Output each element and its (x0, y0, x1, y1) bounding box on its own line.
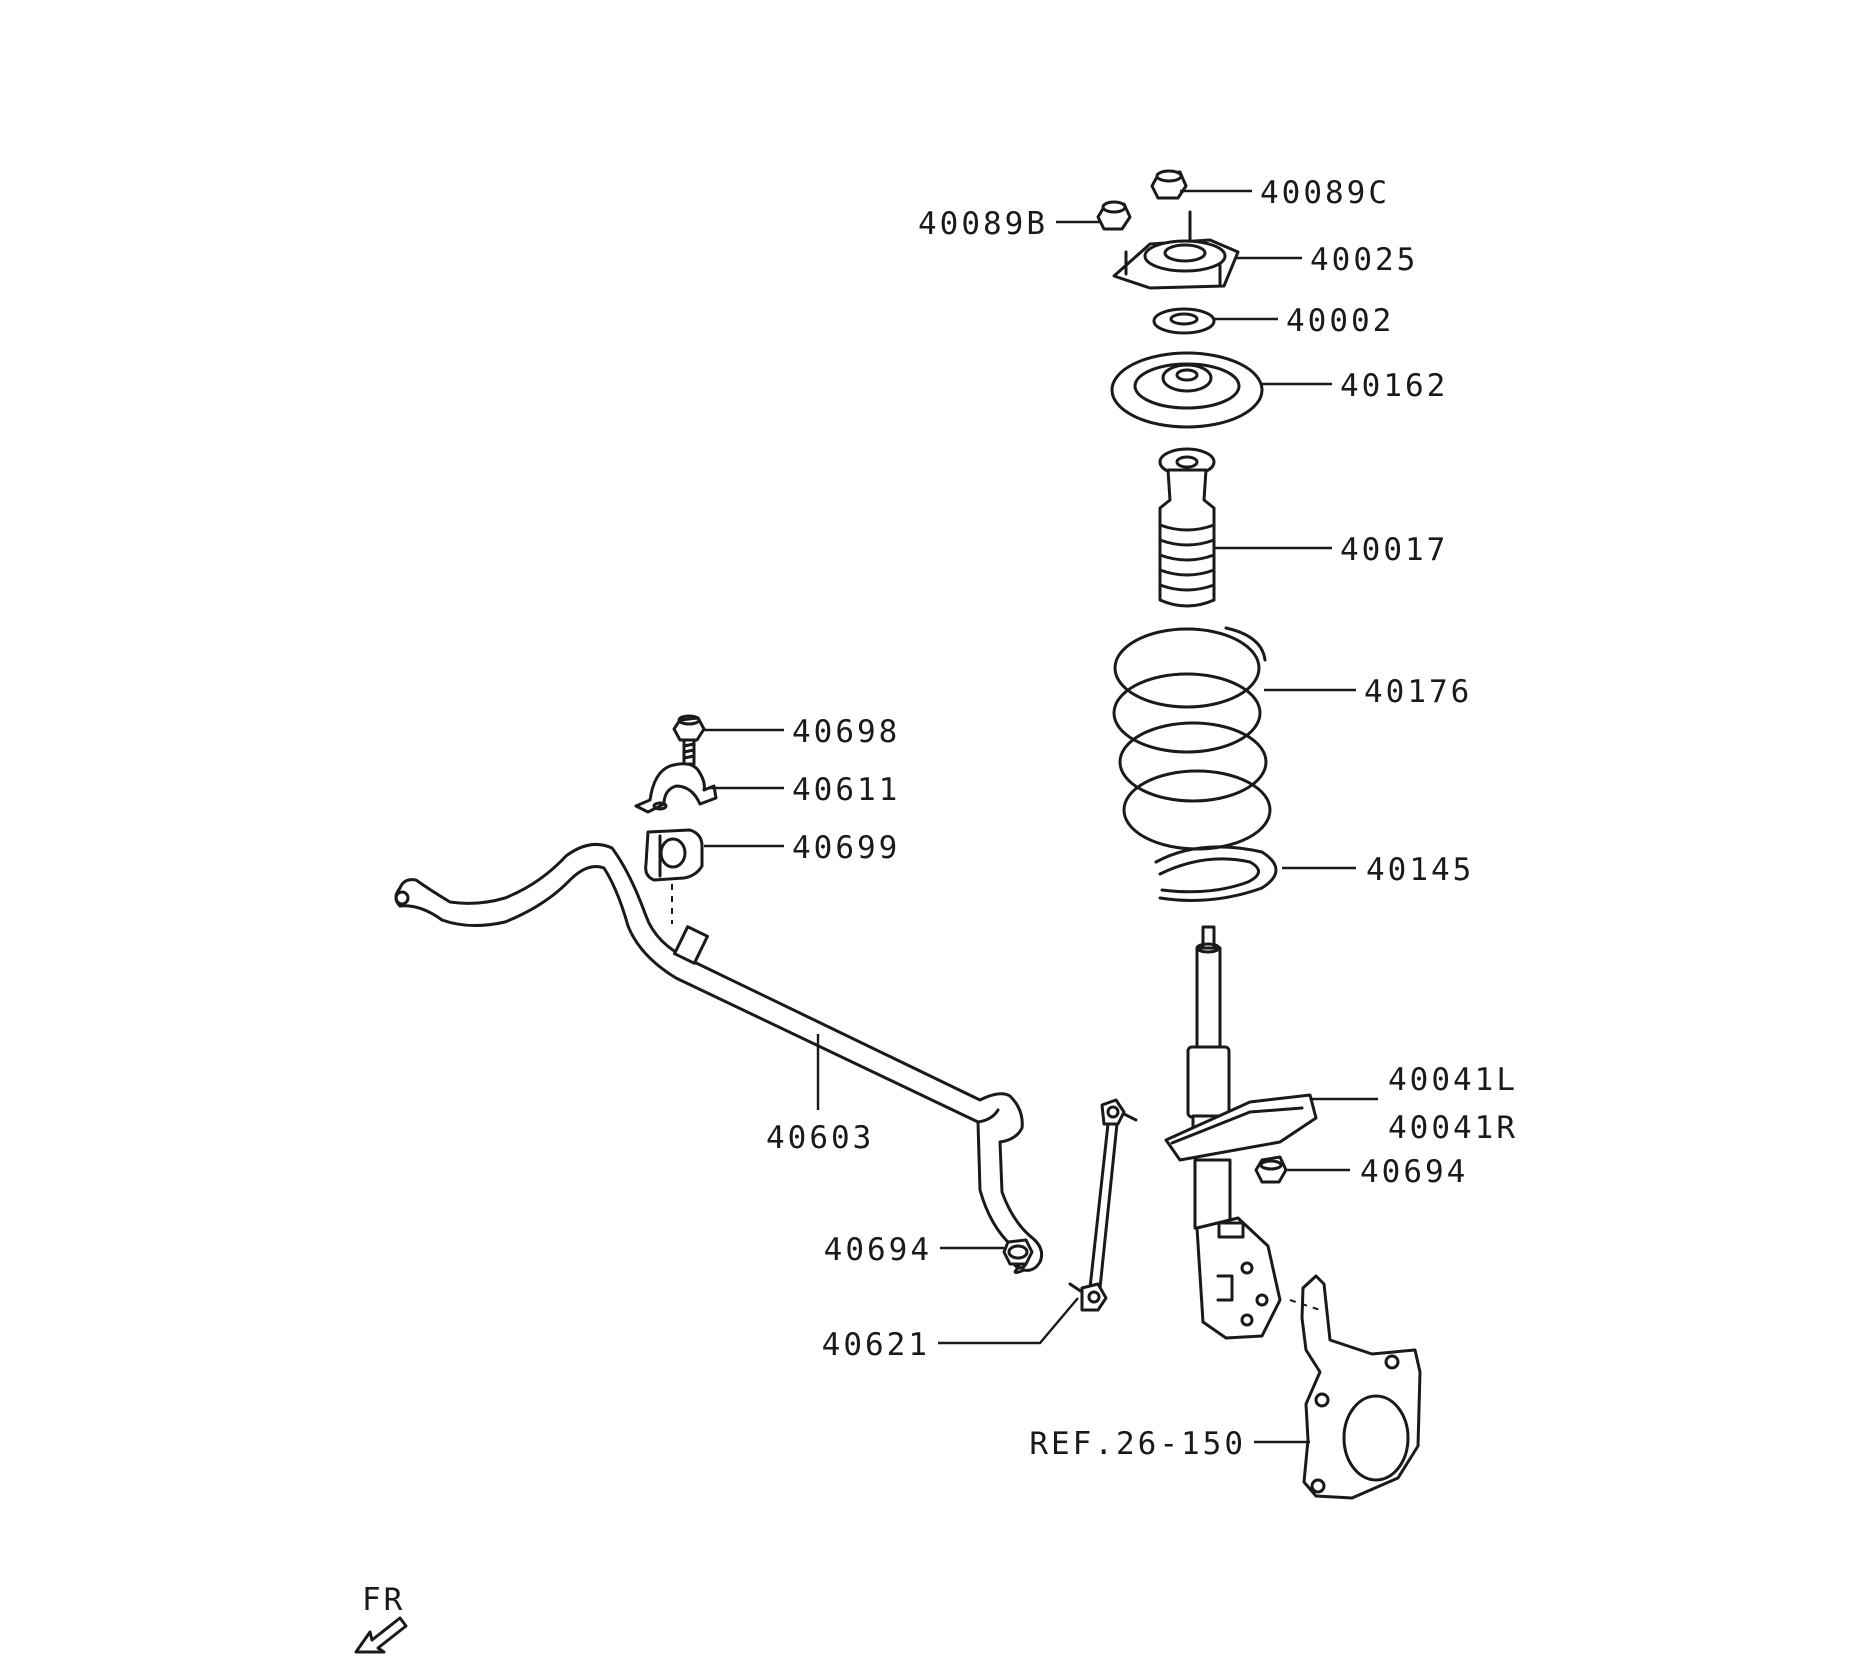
callout-40603: 40603 (766, 1120, 874, 1156)
front-direction-arrow-icon (354, 1616, 408, 1654)
bump-stopper-boot-40017 (1158, 447, 1216, 608)
bushing-40699 (644, 828, 704, 882)
callout-40176: 40176 (1364, 674, 1472, 710)
flange-nut-40089c (1150, 169, 1188, 200)
lower-spring-pad-40145 (1154, 845, 1278, 902)
callout-40089b: 40089B (918, 206, 1048, 242)
callout-40089c: 40089C (1260, 175, 1390, 211)
callout-40162: 40162 (1340, 368, 1448, 404)
callout-40002: 40002 (1286, 303, 1394, 339)
bracket-40611 (634, 762, 718, 814)
upper-spring-seat-40162 (1110, 351, 1264, 429)
callout-40025: 40025 (1310, 242, 1418, 278)
strut-mount-40025 (1112, 210, 1240, 290)
flange-nut-40694-link (1002, 1238, 1034, 1266)
callout-40145: 40145 (1366, 852, 1474, 888)
front-direction-label: FR (362, 1582, 405, 1618)
callout-40694-strut: 40694 (1360, 1154, 1468, 1190)
stabilizer-bar-40603 (394, 842, 1044, 1275)
flange-nut-40089b (1096, 200, 1132, 231)
leader-lines (702, 189, 1378, 1444)
front-direction-indicator: FR (354, 1582, 408, 1654)
stabilizer-link-40621 (1068, 1098, 1138, 1312)
callout-40041r: 40041R (1388, 1110, 1518, 1146)
callout-40017: 40017 (1340, 532, 1448, 568)
callout-ref-26-150: REF.26-150 (1029, 1426, 1246, 1462)
callout-40611: 40611 (792, 772, 900, 808)
flange-nut-40694-strut (1254, 1155, 1288, 1184)
callout-40698: 40698 (792, 714, 900, 750)
bolt-40698 (672, 714, 706, 766)
bearing-40002 (1152, 307, 1216, 335)
coil-spring-40176 (1112, 626, 1272, 851)
strut-assembly-40041 (1164, 925, 1318, 1340)
callout-40699: 40699 (792, 830, 900, 866)
callout-40621: 40621 (822, 1327, 930, 1363)
callout-40041l: 40041L (1388, 1062, 1518, 1098)
steering-knuckle-ref (1289, 1274, 1422, 1500)
callout-40694-link: 40694 (824, 1232, 932, 1268)
